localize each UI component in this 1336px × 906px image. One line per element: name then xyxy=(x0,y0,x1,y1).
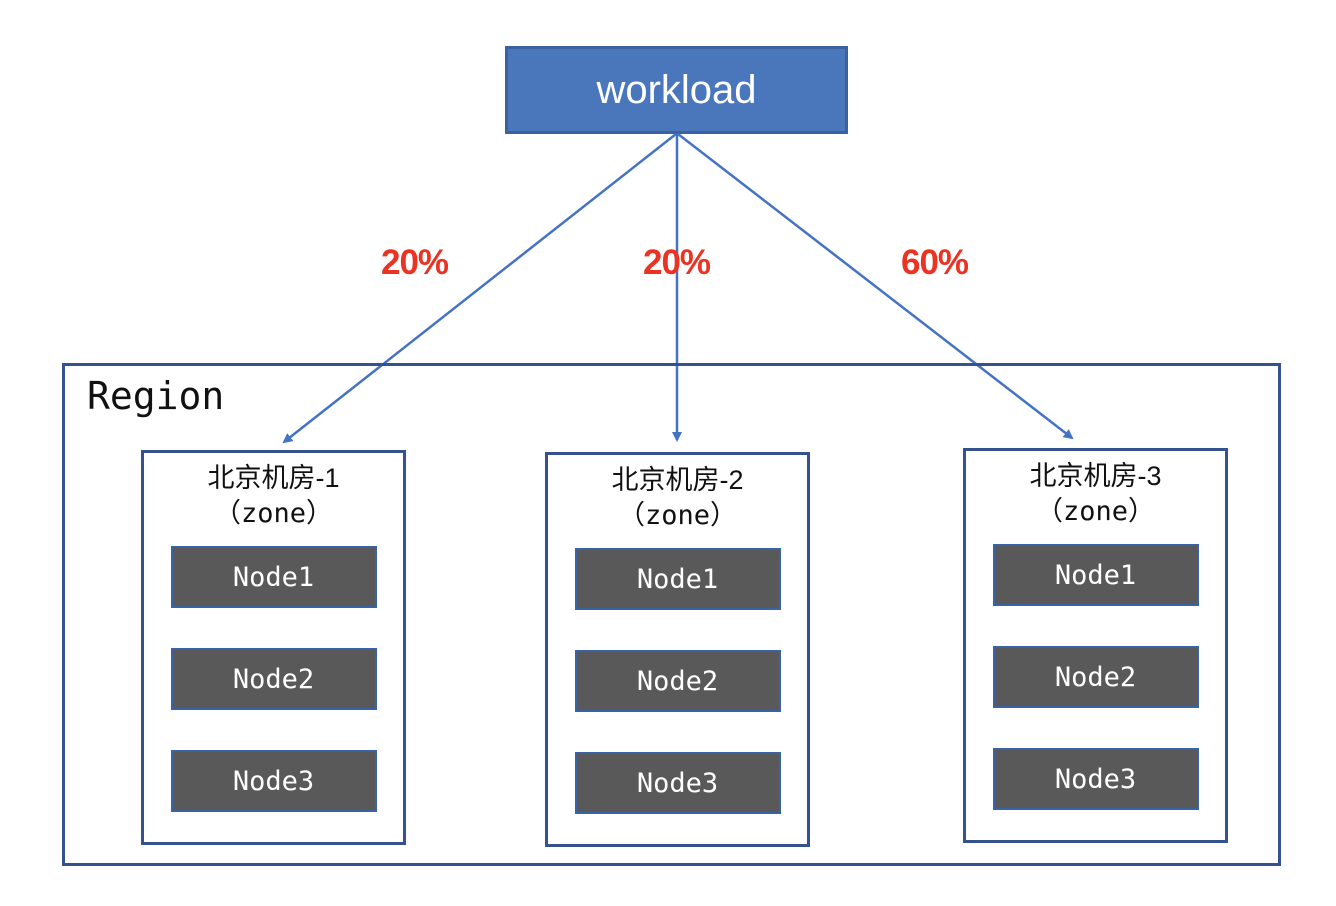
region-box: Region xyxy=(62,363,1281,866)
node-label: Node3 xyxy=(636,767,719,799)
zone-type-label: （zone） xyxy=(1035,496,1155,528)
node-label: Node2 xyxy=(232,663,315,695)
node-box: Node2 xyxy=(574,650,781,713)
node-label: Node2 xyxy=(636,665,719,697)
node-box: Node2 xyxy=(992,646,1199,709)
node-box: Node3 xyxy=(574,752,781,815)
node-box: Node1 xyxy=(992,544,1199,607)
zone-title: 北京机房-2 （zone） xyxy=(611,463,743,533)
node-label: Node1 xyxy=(636,563,719,595)
zone-title: 北京机房-3 （zone） xyxy=(1029,459,1161,529)
zone-type-label: （zone） xyxy=(617,500,737,532)
node-box: Node1 xyxy=(574,548,781,611)
node-list: Node1 Node2 Node3 xyxy=(992,544,1199,811)
zone-name: 北京机房-1 xyxy=(207,463,340,493)
traffic-percent-zone3: 60% xyxy=(901,243,969,282)
zone-name: 北京机房-2 xyxy=(611,465,744,495)
zone-name: 北京机房-3 xyxy=(1029,461,1162,491)
node-label: Node1 xyxy=(232,561,315,593)
node-list: Node1 Node2 Node3 xyxy=(170,546,377,813)
workload-label: workload xyxy=(596,67,757,112)
zone-box-3: 北京机房-3 （zone） Node1 Node2 Node3 xyxy=(963,448,1228,843)
node-box: Node1 xyxy=(170,546,377,609)
node-label: Node3 xyxy=(1054,763,1137,795)
node-label: Node3 xyxy=(232,765,315,797)
zone-title: 北京机房-1 （zone） xyxy=(207,461,339,531)
node-label: Node1 xyxy=(1054,559,1137,591)
node-box: Node3 xyxy=(992,748,1199,811)
traffic-percent-zone1: 20% xyxy=(381,243,449,282)
traffic-percent-zone2: 20% xyxy=(643,243,711,282)
workload-box: workload xyxy=(505,46,848,134)
node-box: Node3 xyxy=(170,750,377,813)
zone-box-1: 北京机房-1 （zone） Node1 Node2 Node3 xyxy=(141,450,406,845)
node-box: Node2 xyxy=(170,648,377,711)
node-list: Node1 Node2 Node3 xyxy=(574,548,781,815)
zone-box-2: 北京机房-2 （zone） Node1 Node2 Node3 xyxy=(545,452,810,847)
zone-type-label: （zone） xyxy=(213,498,333,530)
region-label: Region xyxy=(87,374,225,418)
node-label: Node2 xyxy=(1054,661,1137,693)
